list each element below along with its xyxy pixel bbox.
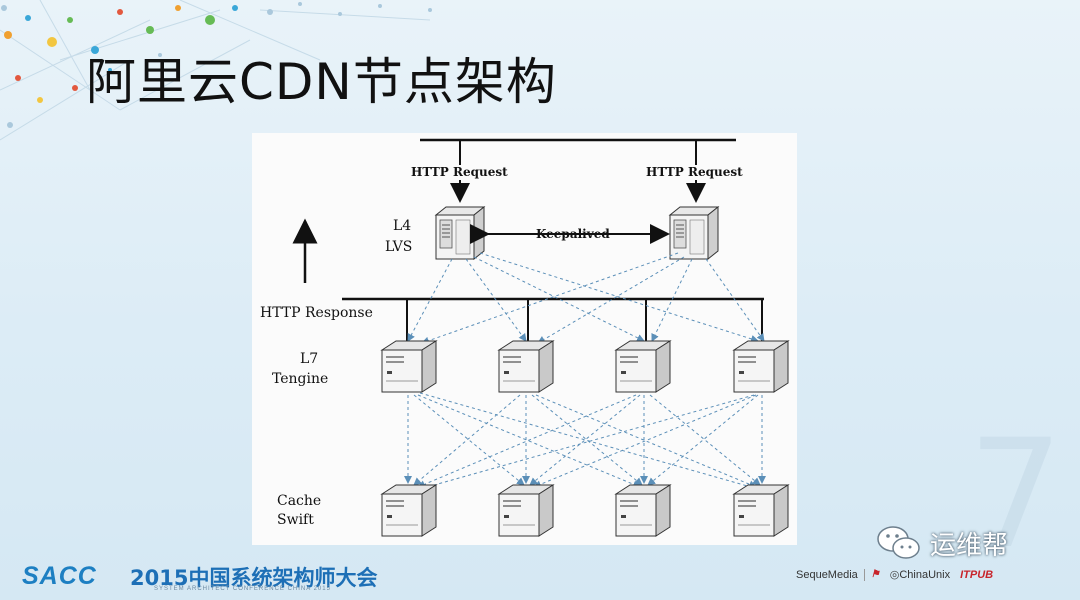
cache-server-2: [498, 484, 554, 537]
watermark-number: 7: [968, 408, 1064, 582]
sponsor-chinaunix: ChinaUnix: [899, 568, 951, 581]
cache-label: Cache: [277, 493, 321, 509]
decorative-network-graphic: [0, 0, 432, 141]
conference-subtitle: SYSTEM ARCHITECT CONFERENCE CHINA 2015: [154, 586, 331, 592]
wechat-account-name: 运维帮: [930, 530, 1009, 561]
tengine-server-3: [615, 340, 671, 393]
chinaunix-icon: ◎: [889, 569, 900, 581]
tengine-server-4: [733, 340, 789, 393]
sponsor-logo-red-icon: ⚑: [870, 569, 880, 580]
keepalived-label: Keepalived: [536, 227, 610, 241]
sacc-logo: SACC: [22, 562, 97, 590]
sponsor-sequemedia: SequeMedia: [796, 568, 858, 581]
conference-title: 2015中国系统架构师大会: [130, 566, 378, 590]
wechat-watermark: 运维帮: [876, 524, 1008, 562]
cache-server-4: [733, 484, 789, 537]
sponsor-itpub: ITPUB: [960, 568, 994, 581]
tengine-label: Tengine: [272, 371, 328, 387]
http-request-right-label: HTTP Request: [646, 165, 743, 179]
tengine-server-2: [498, 340, 554, 393]
lvs-server-right: [669, 206, 719, 260]
http-response-label: HTTP Response: [260, 305, 373, 321]
swift-label: Swift: [277, 512, 314, 528]
sponsor-divider: [863, 568, 865, 581]
slide-title: 阿里云CDN节点架构: [86, 53, 557, 111]
cdn-architecture-diagram: HTTP Request HTTP Request Keepalived L4 …: [252, 133, 797, 545]
cache-server-3: [615, 484, 671, 537]
sponsor-logos: SequeMedia ⚑ ◎ ChinaUnix ITPUB: [796, 568, 993, 581]
l4-label: L4: [393, 218, 411, 234]
tengine-server-1: [381, 340, 437, 393]
http-request-left-label: HTTP Request: [411, 165, 508, 179]
lvs-server-left: [435, 206, 485, 260]
wechat-icon: [877, 526, 920, 559]
l7-label: L7: [300, 351, 318, 367]
lvs-to-tengine-links: [407, 252, 765, 345]
lvs-label: LVS: [385, 239, 412, 255]
cache-server-1: [381, 484, 437, 537]
tengine-to-cache-links: [404, 392, 766, 491]
